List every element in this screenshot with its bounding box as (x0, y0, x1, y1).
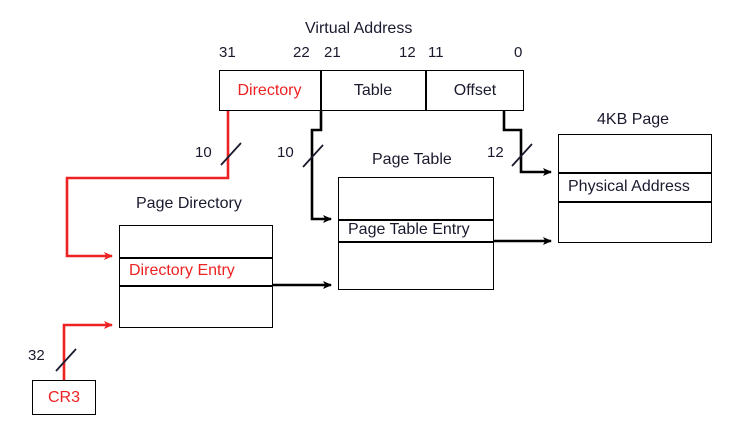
va-divider-2 (425, 70, 427, 111)
page-table-row-page-table-entry: Page Table Entry (348, 221, 470, 238)
page-frame-title: 4KB Page (597, 111, 670, 128)
wire-cr3-to-page-directory (62, 321, 113, 380)
slash-directory-width (220, 142, 242, 166)
slash-offset-width (511, 143, 533, 167)
bit-label-22: 22 (293, 44, 310, 61)
va-field-offset: Offset (453, 81, 497, 99)
bit-label-21: 21 (324, 44, 341, 61)
wire-offset-to-page-frame (502, 110, 552, 176)
page-frame-row-physical-address: Physical Address (568, 177, 690, 195)
slash-cr3-width (55, 348, 77, 372)
page-frame-row-2 (558, 201, 712, 243)
page-directory-divider-2 (119, 285, 273, 287)
wire-table-to-page-table (310, 110, 332, 223)
page-directory-row-directory-entry: Directory Entry (129, 262, 235, 279)
page-directory-title: Page Directory (136, 195, 242, 212)
page-directory-divider-1 (119, 257, 273, 259)
width-label-table: 10 (277, 144, 294, 161)
page-frame-divider-1 (558, 172, 712, 174)
va-field-directory: Directory (237, 81, 302, 99)
va-field-table: Table (353, 81, 393, 99)
slash-table-width (302, 144, 324, 168)
page-table-box (338, 177, 494, 290)
width-label-offset: 12 (487, 144, 504, 161)
bit-label-0: 0 (514, 44, 523, 61)
page-frame-divider-2 (558, 201, 712, 203)
page-table-divider-1 (338, 219, 494, 221)
width-label-directory: 10 (195, 144, 212, 161)
page-table-divider-2 (338, 241, 494, 243)
bit-label-12: 12 (399, 44, 416, 61)
page-table-row-2 (338, 241, 494, 290)
cr3-label: CR3 (47, 388, 80, 406)
cr3-box (32, 380, 96, 415)
virtual-address-title: Virtual Address (305, 20, 413, 37)
page-table-title: Page Table (372, 151, 452, 168)
page-table-row-0 (338, 177, 494, 219)
bit-label-31: 31 (219, 44, 236, 61)
page-directory-box (119, 225, 273, 328)
page-frame-box (558, 134, 712, 243)
width-label-cr3: 32 (28, 347, 45, 364)
page-directory-row-2 (119, 285, 273, 328)
page-frame-row-0 (558, 134, 712, 172)
va-divider-1 (320, 70, 322, 111)
page-directory-row-0 (119, 225, 273, 257)
bit-label-11: 11 (428, 44, 444, 61)
virtual-address-box (219, 70, 524, 111)
